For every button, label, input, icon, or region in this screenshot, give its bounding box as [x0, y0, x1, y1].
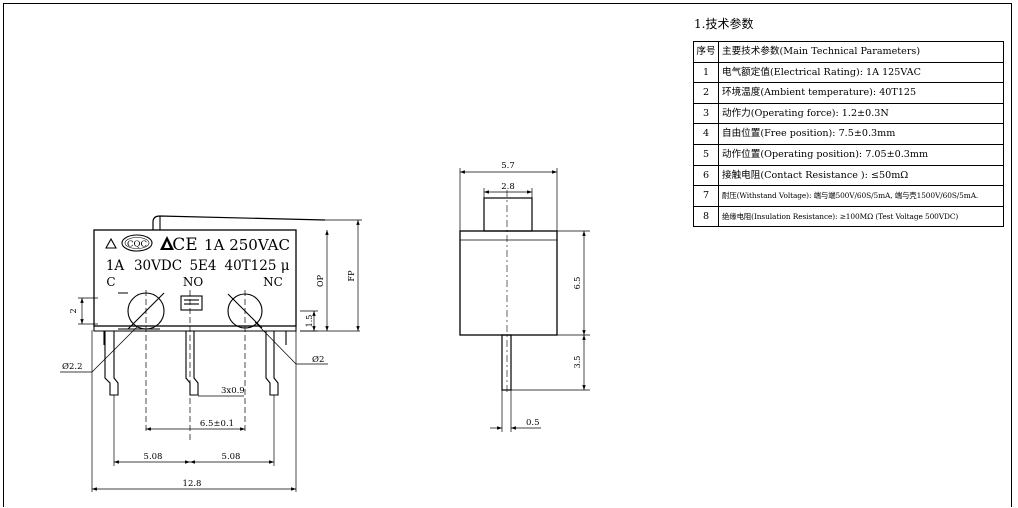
spec-row-text: 环境温度(Ambient temperature): 40T125 — [718, 82, 1004, 104]
marking-5e4: 5E4 — [189, 258, 216, 274]
dim-side-actuator: 2.8 — [501, 182, 515, 192]
spec-row-num: 2 — [693, 82, 719, 104]
spec-row-text: 接触电阻(Contact Resistance ): ≤50mΩ — [718, 164, 1004, 187]
hole-left-boss — [118, 292, 160, 330]
spec-row-num: 3 — [693, 102, 719, 125]
dim-side-pin-length: 3.5 — [573, 356, 582, 369]
front-view — [91, 215, 326, 492]
drawing-frame — [3, 3, 1012, 507]
pin-no — [185, 331, 199, 396]
dim-1-5: 1.5 — [305, 315, 314, 328]
spec-row-num: 8 — [693, 205, 719, 228]
spec-title: 1.技术参数 — [694, 17, 754, 31]
dim-side-width: 5.7 — [501, 161, 515, 171]
spec-row-text: 耐压(Withstand Voltage): 端与端500V/60S/5mA, … — [718, 185, 1004, 207]
spec-row-num: 7 — [693, 185, 719, 207]
dim-side-height: 6.5 — [573, 277, 582, 290]
side-dim-labels: 5.7 2.8 6.5 3.5 0.5 — [501, 161, 582, 428]
body-bottom-edge — [93, 326, 297, 332]
actuator-lever — [152, 215, 326, 230]
marking-30vdc: 30VDC — [134, 258, 182, 274]
spec-header-text: 主要技术参数(Main Technical Parameters) — [718, 41, 1004, 63]
dim-hole-spacing: 6.5±0.1 — [200, 419, 234, 429]
dim-hole-left: Ø2.2 — [62, 361, 83, 372]
spec-row-text: 动作位置(Operating position): 7.05±0.3mm — [718, 143, 1004, 166]
cqc-logo-text: CQC — [127, 240, 147, 250]
marking-rating: 1A 250VAC — [204, 236, 290, 254]
side-body — [459, 230, 558, 336]
table-row: 6 接触电阻(Contact Resistance ): ≤50mΩ — [693, 164, 1004, 187]
center-window — [180, 295, 203, 311]
dim-overall-width: 12.8 — [183, 479, 202, 489]
terminal-nc-label: NC — [263, 275, 283, 289]
spec-row-num: 1 — [693, 61, 719, 84]
spec-row-num: 5 — [693, 143, 719, 166]
marking-temp: 40T125 μ — [224, 258, 289, 274]
dim-op: OP — [316, 274, 325, 287]
terminal-c-label: C — [106, 275, 115, 289]
terminal-no-label: NO — [183, 275, 204, 289]
table-row: 8 绝缘电阻(Insulation Resistance): ≥100MΩ (T… — [693, 205, 1004, 228]
spec-table: 序号 主要技术参数(Main Technical Parameters) 1 电… — [693, 41, 1004, 228]
dim-fp: FP — [347, 270, 356, 282]
cqc-logo — [121, 234, 153, 252]
pin-nc — [265, 331, 279, 396]
spec-row-text: 电气额定值(Electrical Rating): 1A 125VAC — [718, 61, 1004, 84]
spec-row-text: 动作力(Operating force): 1.2±0.3N — [718, 102, 1004, 125]
spec-row-num: 4 — [693, 123, 719, 145]
dim-pitch-right: 5.08 — [222, 452, 241, 462]
spec-row-text: 绝缘电阻(Insulation Resistance): ≥100MΩ (Tes… — [718, 205, 1004, 228]
dim-hole-right: Ø2 — [312, 354, 324, 365]
ce-mark: CE — [172, 235, 197, 255]
table-row: 2 环境温度(Ambient temperature): 40T125 — [693, 82, 1004, 104]
table-row: 5 动作位置(Operating position): 7.05±0.3mm — [693, 143, 1004, 166]
spec-row-text: 自由位置(Free position): 7.5±0.3mm — [718, 123, 1004, 145]
front-dimensions — [60, 219, 362, 491]
pin-c — [104, 331, 119, 396]
table-row: 4 自由位置(Free position): 7.5±0.3mm — [693, 123, 1004, 145]
spec-header-row: 序号 主要技术参数(Main Technical Parameters) — [693, 41, 1004, 63]
side-pin — [501, 334, 512, 391]
dim-pin-size: 3x0.9 — [221, 386, 245, 396]
side-dimensions — [459, 168, 590, 432]
spec-header-num: 序号 — [693, 41, 719, 63]
dim-pitch-left: 5.08 — [144, 452, 163, 462]
body-lower-sides — [103, 331, 287, 345]
technical-parameters: 1.技术参数 序号 主要技术参数(Main Technical Paramete… — [693, 14, 1004, 228]
marking-1a: 1A — [106, 258, 125, 274]
table-row: 7 耐压(Withstand Voltage): 端与端500V/60S/5mA… — [693, 185, 1004, 207]
front-dim-labels: 2 1.5 OP FP Ø2.2 Ø2 3x0.9 6.5±0.1 5.08 5… — [62, 270, 356, 489]
table-row: 1 电气额定值(Electrical Rating): 1A 125VAC — [693, 61, 1004, 84]
spec-row-num: 6 — [693, 164, 719, 187]
dim-side-pin-thickness: 0.5 — [526, 418, 540, 428]
warning-triangle-outline-icon — [105, 237, 117, 249]
dim-2: 2 — [69, 308, 78, 313]
front-markings: CQC CE 1A 250VAC 1A 30VDC 5E4 40T125 μ C… — [105, 234, 290, 289]
side-actuator — [483, 197, 533, 232]
side-view — [459, 190, 558, 395]
switch-body — [93, 229, 297, 327]
table-row: 3 动作力(Operating force): 1.2±0.3N — [693, 102, 1004, 125]
